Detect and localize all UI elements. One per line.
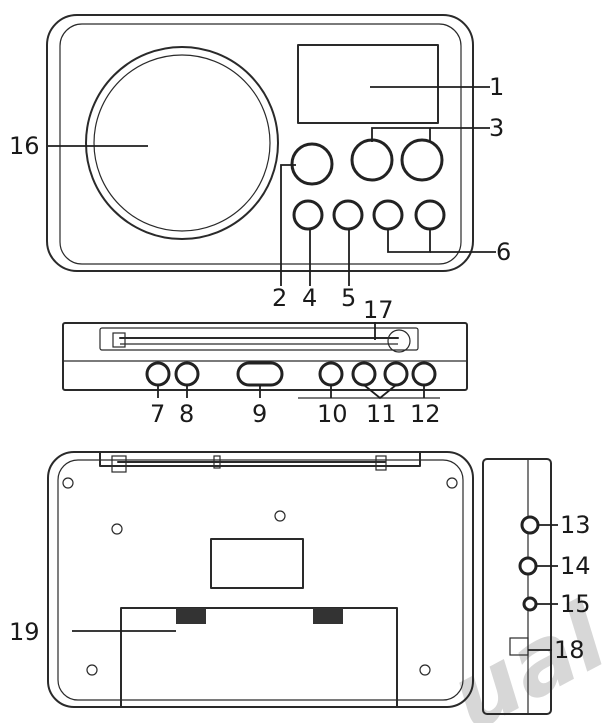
screw-top-right [446,477,458,489]
back-body-outline [47,451,474,708]
side-leaders [528,524,558,651]
leader-2 [280,164,296,286]
front-view [46,14,474,272]
top-view [62,322,468,399]
callout-17: 17 [363,296,394,324]
front-button-1 [292,199,324,231]
side-jack-13 [520,515,540,535]
back-antenna-clip [213,455,221,469]
callout-6: 6 [496,238,511,266]
battery-cover [120,607,398,708]
side-jack-15 [522,596,538,612]
display-screen [297,44,439,124]
callout-2: 2 [272,284,287,312]
leader-3-bracket [371,127,431,142]
rating-label [210,538,304,589]
leader-6-bracket [387,229,431,253]
battery-cover-latch-left [176,608,206,624]
top-button-11b [383,361,409,387]
top-body-outline [62,322,468,391]
front-button-2 [332,199,364,231]
callout-8: 8 [179,400,194,428]
screw-mid-left [111,523,123,535]
antenna-end-cap [112,332,126,348]
callout-3: 3 [489,114,504,142]
back-view [47,451,474,708]
callout-1: 1 [489,73,504,101]
front-knob-large-right [400,138,444,182]
screw-top-left [62,477,74,489]
callout-16: 16 [9,132,40,160]
back-antenna-recess [99,451,421,467]
front-knob-large-middle [350,138,394,182]
top-button-12 [411,361,437,387]
battery-cover-latch-right [313,608,343,624]
top-leaders [157,322,425,400]
callout-18: 18 [554,636,585,664]
callout-19: 19 [9,618,40,646]
front-body-inner-outline [59,23,462,265]
callout-12: 12 [410,400,441,428]
callout-9: 9 [252,400,267,428]
top-button-8 [174,361,200,387]
side-jack-14 [518,556,538,576]
front-knob-large-left [290,142,334,186]
callout-4: 4 [302,284,317,312]
side-port-18 [509,637,529,656]
callout-14: 14 [560,552,591,580]
callout-5: 5 [341,284,356,312]
back-antenna-hinge [375,455,387,471]
screw-bottom-right [419,664,431,676]
front-button-3 [372,199,404,231]
side-body-outline [482,458,552,715]
top-button-11a [351,361,377,387]
back-antenna-cap [111,455,127,473]
screw-bottom-left [86,664,98,676]
speaker-grille-inner [93,54,271,232]
callout-15: 15 [560,590,591,618]
front-leaders [48,86,496,286]
callout-7: 7 [150,400,165,428]
top-button-7 [145,361,171,387]
top-slider-9 [236,361,284,387]
top-button-10 [318,361,344,387]
antenna-swivel [387,329,411,353]
callout-10: 10 [317,400,348,428]
callout-labels: 1 3 16 6 2 4 5 17 7 8 9 10 11 12 13 14 1… [9,73,591,664]
speaker-grille-outer [85,46,279,240]
front-button-4 [414,199,446,231]
callout-11: 11 [366,400,397,428]
screw-mid-center [274,510,286,522]
callout-13: 13 [560,511,591,539]
side-view [482,458,552,715]
leader-11 [363,384,397,400]
antenna-recess [99,327,419,351]
back-body-inner-outline [57,459,464,701]
